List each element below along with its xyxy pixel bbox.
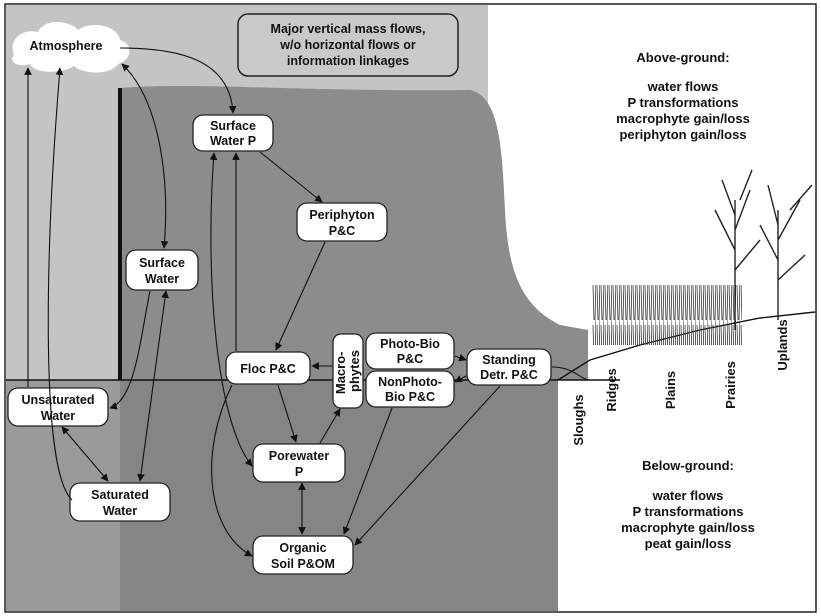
below-ground-item-3: macrophyte gain/loss bbox=[621, 520, 755, 535]
svg-text:w/o horizontal flows or: w/o horizontal flows or bbox=[279, 38, 416, 52]
below-ground-item-1: water flows bbox=[652, 488, 724, 503]
landscape-labels: Sloughs Ridges Plains Prairies Uplands bbox=[571, 319, 790, 445]
saturated-water-label-1: Saturated bbox=[91, 488, 149, 502]
legend-line-1: Major vertical mass flows, bbox=[271, 22, 426, 36]
above-ground-item-3: macrophyte gain/loss bbox=[616, 111, 750, 126]
arrow-nonphoto-to-organic-soil bbox=[342, 407, 393, 535]
below-ground-title: Below-ground: bbox=[642, 458, 734, 473]
svg-text:information linkages: information linkages bbox=[287, 54, 409, 68]
arrow-atmosphere-to-surface-water-p bbox=[119, 47, 237, 114]
surface-water-label-2: Water bbox=[145, 272, 179, 286]
grass-vegetation bbox=[592, 285, 742, 345]
floc-node: Floc P&C bbox=[225, 351, 311, 385]
arrow-atmosphere-to-surface-water bbox=[121, 63, 169, 249]
below-ground-text: Below-ground: water flows P transformati… bbox=[621, 458, 755, 551]
porewater-label-2: P bbox=[295, 465, 303, 479]
unsaturated-water-label-2: Water bbox=[41, 409, 75, 423]
photo-bio-node: Photo-Bio P&C bbox=[365, 332, 455, 370]
atmosphere-label: Atmosphere bbox=[30, 39, 103, 53]
arrow-periphyton-to-floc bbox=[275, 241, 326, 351]
arrow-standing-detr-to-nonphoto bbox=[454, 375, 467, 383]
flow-arrows bbox=[24, 47, 591, 557]
surface-water-label-1: Surface bbox=[139, 256, 185, 270]
surface-water-node: Surface Water bbox=[125, 249, 199, 291]
organic-soil-label-2: Soil P&OM bbox=[271, 557, 335, 571]
organic-soil-node: Organic Soil P&OM bbox=[252, 535, 354, 575]
arrow-surface-water-p-to-periphyton bbox=[259, 151, 323, 203]
label-plains: Plains bbox=[663, 371, 678, 409]
nonphoto-bio-label-1: NonPhoto- bbox=[378, 375, 442, 389]
arrow-surface-water-to-saturated bbox=[137, 290, 169, 482]
periphyton-label-2: P&C bbox=[329, 224, 355, 238]
periphyton-label-1: Periphyton bbox=[309, 208, 374, 222]
standing-detritus-label-2: Detr. P&C bbox=[480, 368, 538, 382]
legend-box bbox=[237, 13, 459, 77]
photo-bio-label-2: P&C bbox=[397, 352, 423, 366]
unsaturated-water-node: Unsaturated Water bbox=[7, 387, 109, 427]
below-ground-item-4: peat gain/loss bbox=[645, 536, 732, 551]
macrophytes-label-2: phytes bbox=[347, 350, 362, 392]
above-ground-item-4: periphyton gain/loss bbox=[619, 127, 746, 142]
above-ground-item-1: water flows bbox=[647, 79, 719, 94]
arrow-porewater-to-macrophytes bbox=[319, 408, 341, 444]
surface-water-p-label-2: Water P bbox=[210, 134, 256, 148]
label-sloughs: Sloughs bbox=[571, 394, 586, 445]
surface-water-p-label-1: Surface bbox=[210, 119, 256, 133]
saturated-water-node: Saturated Water bbox=[69, 482, 171, 522]
standing-detritus-label-1: Standing bbox=[482, 353, 535, 367]
svg-text:Major vertical mass flows,: Major vertical mass flows, bbox=[271, 22, 426, 36]
nonphoto-bio-node: NonPhoto- Bio P&C bbox=[365, 370, 455, 408]
arrow-unsaturated-to-saturated bbox=[61, 426, 109, 482]
label-ridges: Ridges bbox=[604, 368, 619, 411]
svg-text:Macro- phytes: Macro- phytes bbox=[333, 348, 362, 394]
arrow-surface-water-p-to-porewater bbox=[209, 152, 253, 467]
label-uplands: Uplands bbox=[775, 319, 790, 370]
legend-line-3: information linkages bbox=[287, 54, 409, 68]
below-ground-item-2: P transformations bbox=[632, 504, 743, 519]
atmosphere-node: Atmosphere bbox=[12, 22, 130, 73]
unsaturated-water-label-1: Unsaturated bbox=[22, 393, 95, 407]
organic-soil-label-1: Organic bbox=[279, 541, 326, 555]
above-ground-text: Above-ground: water flows P transformati… bbox=[616, 50, 750, 142]
surface-water-p-node: Surface Water P bbox=[192, 114, 274, 152]
nonphoto-bio-label-2: Bio P&C bbox=[385, 390, 435, 404]
arrow-standing-detr-to-organic-soil bbox=[354, 385, 501, 546]
above-ground-item-2: P transformations bbox=[627, 95, 738, 110]
arrow-photo-bio-to-standing-detr bbox=[454, 354, 467, 362]
macrophytes-label-1: Macro- bbox=[333, 352, 348, 395]
soil-region bbox=[120, 380, 558, 611]
arrow-floc-to-organic-soil bbox=[211, 384, 253, 557]
periphyton-node: Periphyton P&C bbox=[296, 202, 388, 242]
label-prairies: Prairies bbox=[723, 361, 738, 409]
arrow-saturated-to-atmosphere bbox=[47, 67, 73, 501]
saturated-water-label-2: Water bbox=[103, 504, 137, 518]
tree-right bbox=[759, 184, 813, 320]
porewater-label-1: Porewater bbox=[269, 449, 330, 463]
macrophytes-node: Macro- phytes bbox=[332, 333, 364, 409]
above-ground-title: Above-ground: bbox=[636, 50, 729, 65]
arrow-standing-detr-out bbox=[551, 366, 591, 381]
standing-detritus-node: Standing Detr. P&C bbox=[466, 348, 552, 386]
arrow-floc-to-porewater bbox=[277, 384, 298, 443]
floc-label: Floc P&C bbox=[240, 362, 296, 376]
photo-bio-label-1: Photo-Bio bbox=[380, 337, 440, 351]
porewater-node: Porewater P bbox=[252, 443, 346, 483]
legend-line-2: w/o horizontal flows or bbox=[279, 38, 416, 52]
tree-left bbox=[714, 169, 761, 330]
